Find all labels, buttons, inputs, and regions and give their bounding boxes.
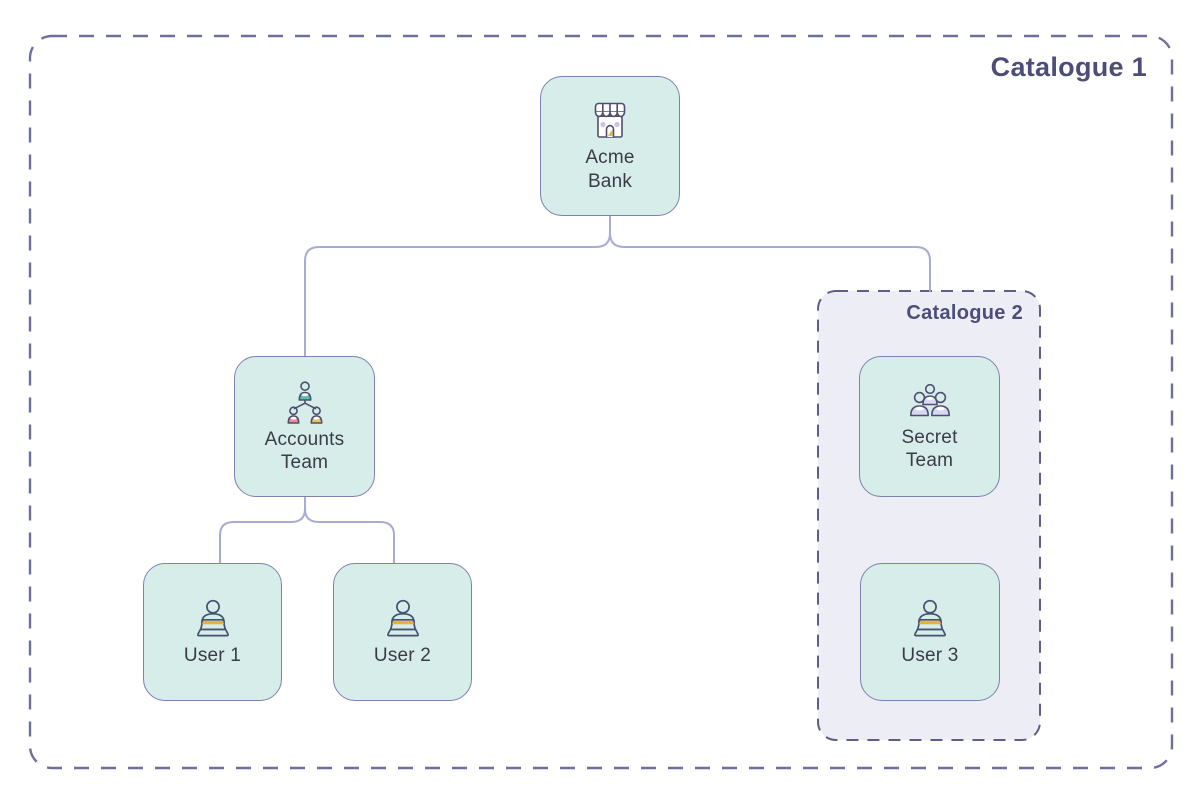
node-label-user-1: User 1 [183, 644, 242, 666]
person-laptop-icon [386, 599, 419, 637]
node-label-secret-team: Secret Team [901, 426, 958, 471]
catalogue-2-label: Catalogue 2 [906, 302, 1023, 324]
node-user-2: User 2 [333, 563, 472, 701]
node-user-3: User 3 [860, 563, 1000, 701]
node-label-accounts-team: Accounts Team [264, 428, 345, 473]
people-group-icon [909, 383, 950, 417]
edge-accounts-team-to-user-2 [304, 496, 395, 564]
node-accounts-team: Accounts Team [234, 356, 375, 497]
edge-acme-bank-to-accounts-team [304, 214, 611, 357]
catalogue-1-frame [28, 34, 1174, 770]
person-laptop-icon [914, 599, 946, 637]
edge-accounts-team-to-user-1 [219, 496, 306, 564]
node-user-1: User 1 [143, 563, 282, 701]
edge-group [219, 214, 931, 564]
edge-acme-bank-to-catalogue-2 [609, 214, 931, 292]
node-label-user-2: User 2 [373, 644, 432, 666]
person-laptop-icon [196, 599, 229, 637]
catalogue-1-label: Catalogue 1 [990, 52, 1147, 82]
node-acme-bank: Acme Bank [540, 76, 680, 216]
node-secret-team: Secret Team [859, 356, 1000, 497]
node-label-user-3: User 3 [901, 644, 959, 666]
org-hierarchy-icon [287, 381, 322, 424]
storefront-icon [594, 103, 626, 139]
node-label-acme-bank: Acme Bank [585, 147, 635, 192]
